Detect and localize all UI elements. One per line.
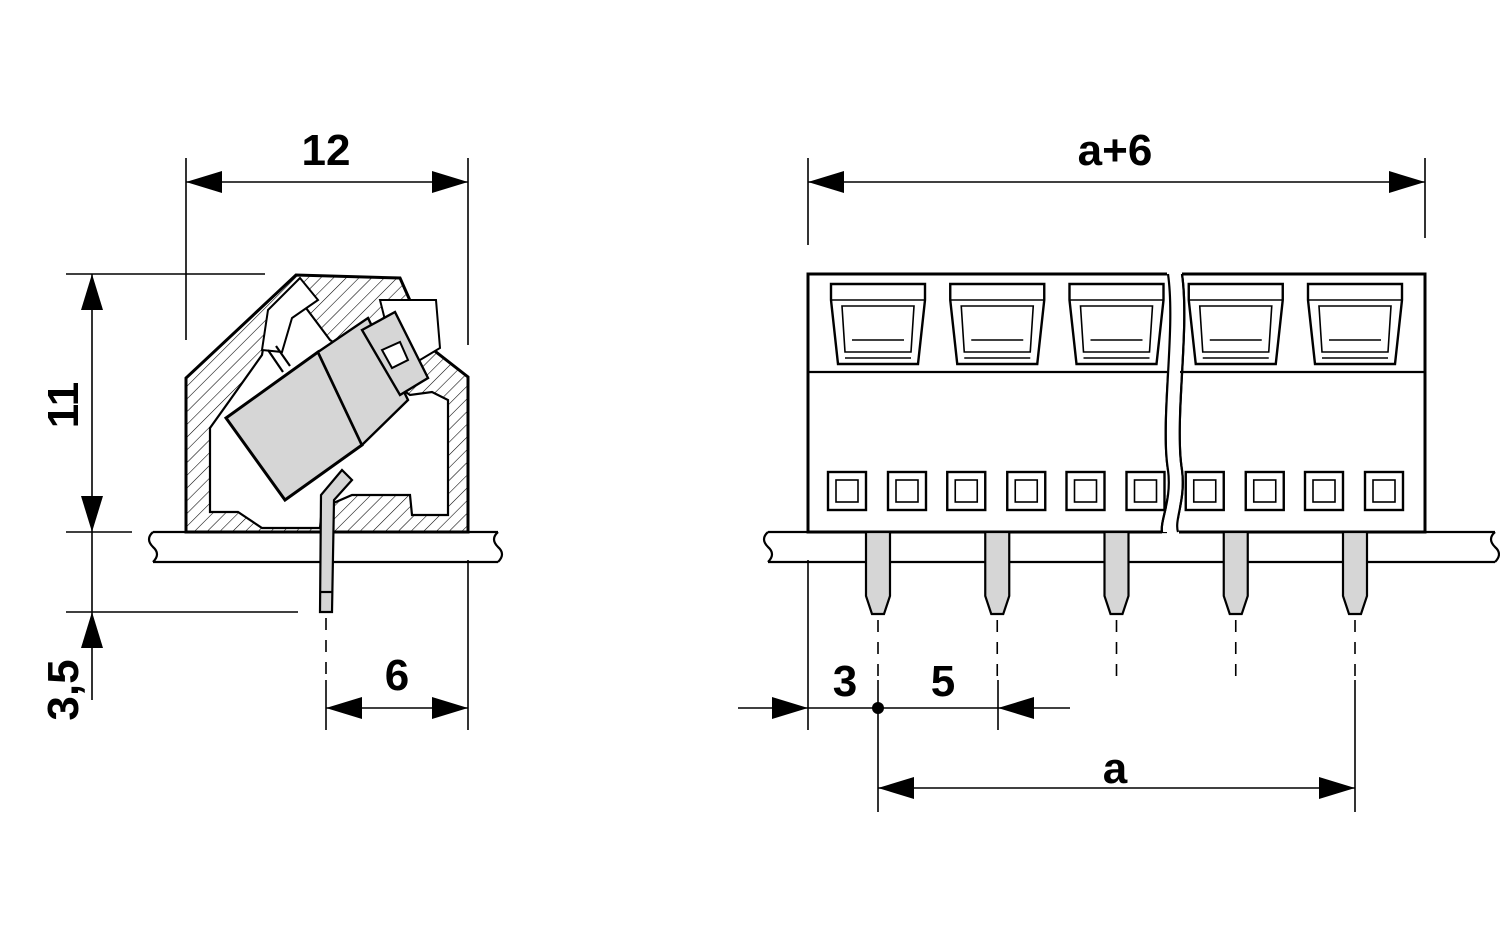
test-opening xyxy=(886,470,928,512)
solder-pin xyxy=(1341,530,1369,680)
wire-entry xyxy=(1306,282,1404,366)
test-opening xyxy=(1065,470,1106,512)
side-dimension-lines xyxy=(66,158,469,730)
dim-pin-offset-label: 6 xyxy=(385,651,409,700)
wire-entry xyxy=(1068,282,1165,366)
wire-entry xyxy=(829,282,927,366)
solder-pin xyxy=(864,530,892,680)
side-pin xyxy=(318,468,354,614)
dim-edge-label: 3 xyxy=(833,657,857,706)
wire-entry xyxy=(1187,282,1284,366)
test-opening xyxy=(1244,470,1285,512)
wire-entry xyxy=(949,282,1046,366)
test-openings xyxy=(826,470,1405,512)
test-opening xyxy=(826,470,868,512)
dim-pin-length-label: 3,5 xyxy=(39,659,88,720)
dim-overall-label: a+6 xyxy=(1078,126,1153,175)
solder-pin xyxy=(1222,530,1249,680)
solder-pin xyxy=(984,530,1011,680)
front-pins xyxy=(864,530,1369,680)
solder-pin xyxy=(1103,530,1130,680)
test-opening xyxy=(1125,470,1166,512)
test-opening xyxy=(1303,470,1345,512)
front-view: a+6 3 5 a xyxy=(738,126,1500,812)
side-actuator xyxy=(223,310,430,503)
dim-height-label: 11 xyxy=(39,382,88,429)
test-opening xyxy=(1363,470,1405,512)
front-dimension-lines xyxy=(738,158,1426,812)
dim-pitch-label: 5 xyxy=(931,657,955,706)
dim-width-label: 12 xyxy=(302,126,351,175)
test-opening xyxy=(1184,470,1225,512)
dim-span-label: a xyxy=(1103,744,1128,793)
side-view: 12 11 3,5 6 xyxy=(39,126,504,730)
test-opening xyxy=(1006,470,1047,512)
wire-entries xyxy=(829,282,1404,366)
test-opening xyxy=(946,470,987,512)
